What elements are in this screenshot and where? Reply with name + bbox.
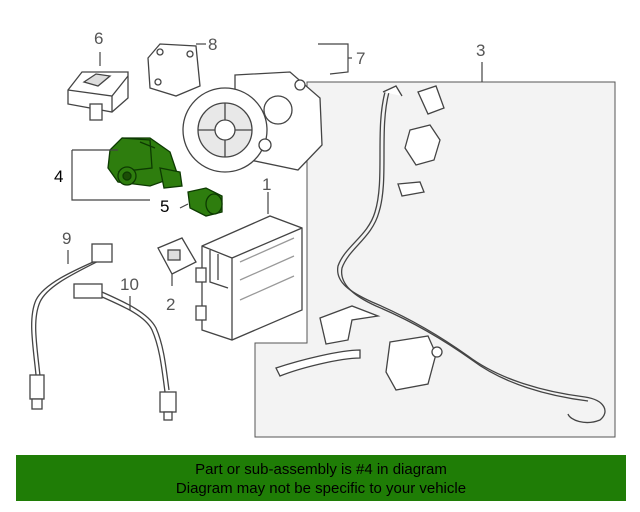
- callout-3: 3: [476, 41, 485, 60]
- sub-assembly-frame: [254, 81, 616, 438]
- callout-2: 2: [166, 295, 175, 314]
- part-6-sensor[interactable]: [67, 71, 129, 121]
- banner-line-1: Part or sub-assembly is #4 in diagram: [195, 461, 447, 478]
- info-banner: Part or sub-assembly is #4 in diagram Di…: [16, 455, 626, 501]
- part-2-bracket[interactable]: [157, 237, 197, 275]
- callout-9: 9: [62, 229, 71, 248]
- part-7-pump[interactable]: [147, 43, 323, 173]
- part-9-sensor[interactable]: [29, 243, 113, 410]
- banner-line-2: Diagram may not be specific to your vehi…: [175, 480, 467, 497]
- parts-diagram: 6 8 7 3 4 5 1 9 10 2: [29, 29, 616, 438]
- callout-8: 8: [208, 35, 217, 54]
- callout-7: 7: [356, 49, 365, 68]
- callout-1: 1: [262, 175, 271, 194]
- callout-10: 10: [120, 275, 139, 294]
- part-10-sensor[interactable]: [73, 283, 177, 421]
- part-1-canister[interactable]: [195, 215, 303, 341]
- part-3-harness[interactable]: [275, 85, 606, 424]
- part-5-bushing[interactable]: [187, 187, 223, 217]
- leader-lines: [67, 43, 483, 310]
- callout-4: 4: [54, 167, 63, 186]
- callout-5: 5: [160, 197, 169, 216]
- callout-6: 6: [94, 29, 103, 48]
- part-4-valve[interactable]: [107, 137, 183, 189]
